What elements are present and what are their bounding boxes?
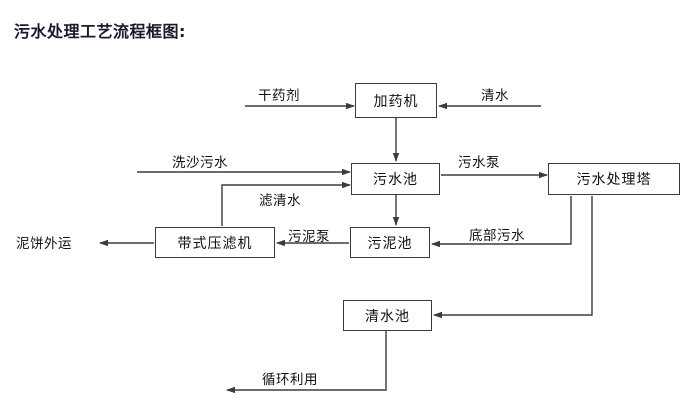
edge-label-sand-wash-wastewater: 洗沙污水 — [172, 155, 228, 171]
node-belt-filter-press[interactable]: 带式压滤机 — [155, 227, 275, 258]
edge-label-recycle-use: 循环利用 — [262, 372, 318, 388]
node-sludge-pool[interactable]: 污泥池 — [350, 227, 430, 258]
edge-filter-press-to-wastewater-pool — [221, 181, 351, 226]
edge-label-dry-chemical: 干药剂 — [258, 88, 300, 104]
node-dosing-machine[interactable]: 加药机 — [355, 83, 437, 118]
edge-clear-water-to-recycle — [226, 331, 387, 394]
node-wastewater-tower[interactable]: 污水处理塔 — [548, 163, 680, 195]
node-clear-water-pool[interactable]: 清水池 — [343, 300, 432, 331]
page-title: 污水处理工艺流程框图: — [14, 22, 186, 41]
edge-tower-to-sludge-pool — [431, 196, 572, 248]
edge-tower-to-clear-water-pool — [433, 196, 593, 319]
edge-label-bottom-sewage: 底部污水 — [469, 228, 525, 244]
edge-label-filtered-clear-water: 滤清水 — [259, 193, 301, 209]
edge-label-wastewater-pump: 污水泵 — [458, 155, 500, 171]
node-wastewater-pool[interactable]: 污水池 — [351, 163, 440, 195]
terminal-label-mud-cake-export: 泥饼外运 — [16, 236, 72, 252]
edge-label-sludge-pump: 污泥泵 — [288, 229, 330, 245]
edge-label-clean-water: 清水 — [481, 88, 509, 104]
